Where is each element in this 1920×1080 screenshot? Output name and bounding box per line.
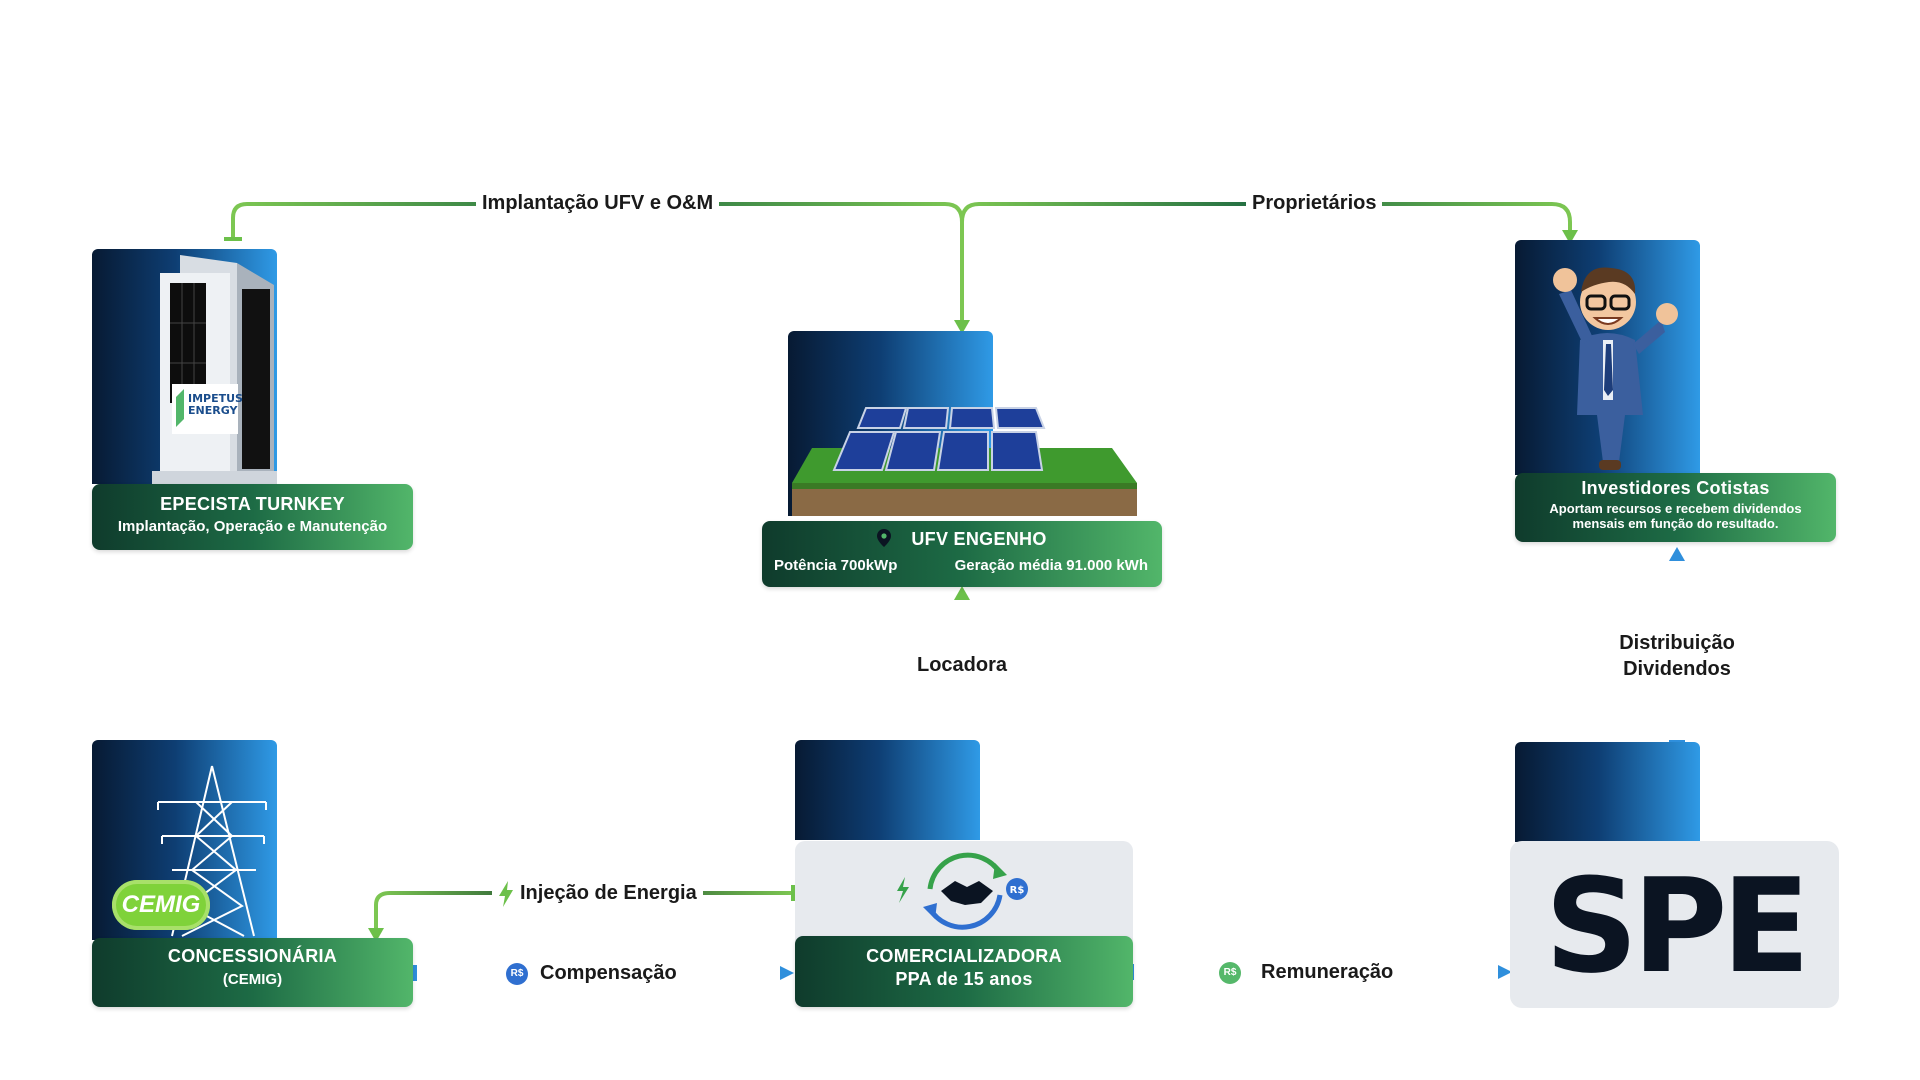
lightning-icon bbox=[499, 880, 513, 907]
investor-character-icon bbox=[1553, 267, 1678, 470]
spe-panel: SPE bbox=[1510, 841, 1839, 1008]
currency-coin-icon: R$ bbox=[506, 962, 528, 985]
edge-label-locadora: Locadora bbox=[911, 652, 1014, 678]
handshake-icon: R$ bbox=[897, 852, 1028, 930]
edge-label-compensacao: R$ Compensação bbox=[500, 960, 683, 986]
location-pin-icon bbox=[877, 529, 892, 547]
ufv-geracao: Geração média 91.000 kWh bbox=[954, 557, 1148, 574]
arrow-to-investidores-icon bbox=[1562, 230, 1578, 244]
investidores-title: Investidores Cotistas bbox=[1581, 478, 1770, 498]
edge-label-distribuicao-line2: Dividendos bbox=[1623, 658, 1731, 680]
comercializadora-card: COMERCIALIZADORA PPA de 15 anos bbox=[795, 936, 1133, 1007]
epecista-tile: IMPETUS ENERGY bbox=[92, 249, 277, 484]
ufv-potencia: Potência 700kWp bbox=[774, 557, 898, 574]
epecista-title: EPECISTA TURNKEY bbox=[160, 494, 345, 514]
comercializadora-badge: R$ bbox=[1010, 885, 1025, 896]
solar-panels-icon bbox=[792, 407, 1137, 516]
comercializadora-panel: R$ bbox=[795, 841, 1133, 941]
impetus-logo-line2: ENERGY bbox=[188, 404, 238, 417]
arrow-to-ufv-icon bbox=[954, 320, 970, 334]
office-building-icon: IMPETUS ENERGY bbox=[152, 255, 277, 484]
arrow-to-spe-icon bbox=[1498, 965, 1512, 979]
arrow-to-ufv-bottom-icon bbox=[954, 586, 970, 600]
ufv-title-row: UFV ENGENHO bbox=[762, 521, 1162, 550]
edge-label-remuneracao: R$ Remuneração bbox=[1213, 959, 1400, 985]
top-connector bbox=[231, 202, 1572, 330]
impetus-logo-line1: IMPETUS bbox=[188, 392, 243, 405]
comercializadora-title: COMERCIALIZADORA bbox=[866, 946, 1062, 966]
edge-label-distribuicao: Distribuição Dividendos bbox=[1607, 630, 1747, 682]
investidores-card: Investidores Cotistas Aportam recursos e… bbox=[1515, 473, 1836, 542]
ufv-title: UFV ENGENHO bbox=[911, 529, 1047, 549]
investidores-subtitle-line1: Aportam recursos e recebem dividendos bbox=[1549, 501, 1802, 516]
spe-tile bbox=[1515, 742, 1700, 842]
arrow-to-comercializadora-icon bbox=[780, 966, 794, 980]
edge-label-injecao: Injeção de Energia bbox=[492, 880, 703, 907]
edge-label-remuneracao-text: Remuneração bbox=[1261, 961, 1394, 983]
concessionaria-subtitle: (CEMIG) bbox=[222, 971, 283, 988]
edge-label-proprietarios: Proprietários bbox=[1246, 190, 1383, 216]
concessionaria-card: CONCESSIONÁRIA (CEMIG) bbox=[92, 938, 413, 1007]
edge-label-implantacao: Implantação UFV e O&M bbox=[476, 190, 720, 216]
investidores-tile bbox=[1515, 240, 1700, 475]
arrow-to-investidores-bottom-icon bbox=[1669, 547, 1685, 561]
concessionaria-title: CONCESSIONÁRIA bbox=[167, 946, 338, 966]
epecista-card: EPECISTA TURNKEY Implantação, Operação e… bbox=[92, 484, 413, 550]
edge-label-compensacao-text: Compensação bbox=[540, 962, 677, 984]
comercializadora-subtitle: PPA de 15 anos bbox=[895, 969, 1033, 989]
currency-coin-icon: R$ bbox=[1219, 961, 1241, 984]
investidores-subtitle-line2: mensais em função do resultado. bbox=[1572, 516, 1779, 531]
ufv-card: UFV ENGENHO Potência 700kWp Geração médi… bbox=[762, 521, 1162, 587]
spe-title: SPE bbox=[1544, 850, 1811, 1002]
epecista-subtitle: Implantação, Operação e Manutenção bbox=[117, 518, 388, 535]
cemig-logo: CEMIG bbox=[112, 880, 210, 930]
edge-label-injecao-text: Injeção de Energia bbox=[520, 882, 697, 904]
comercializadora-tile bbox=[795, 740, 980, 840]
arrow-to-concessionaria-icon bbox=[368, 928, 384, 942]
edge-label-distribuicao-line1: Distribuição bbox=[1619, 632, 1735, 654]
